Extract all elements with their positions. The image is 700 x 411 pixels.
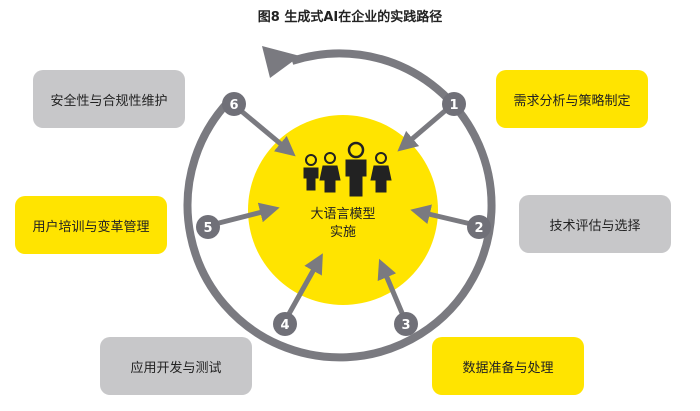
- badge-5-number: 5: [203, 221, 212, 236]
- badge-1-number: 1: [449, 98, 458, 113]
- step-2-label: 技术评估与选择: [549, 218, 641, 234]
- center-label-line2: 实施: [329, 225, 356, 240]
- step-1-label: 需求分析与策略制定: [513, 93, 631, 109]
- badge-2-number: 2: [474, 221, 483, 236]
- badge-3-number: 3: [401, 318, 410, 333]
- figure-title: 图8 生成式AI在企业的实践路径: [257, 10, 443, 25]
- badge-6: 6: [222, 92, 246, 116]
- center-label-line1: 大语言模型: [310, 207, 376, 222]
- badge-6-number: 6: [229, 98, 238, 113]
- step-6-label: 安全性与合规性维护: [50, 93, 168, 109]
- step-box-3: 数据准备与处理: [432, 337, 584, 395]
- step-box-2: 技术评估与选择: [519, 195, 671, 253]
- arrow-1: [397, 108, 448, 152]
- badge-4: 4: [273, 312, 297, 336]
- badge-4-number: 4: [280, 318, 289, 333]
- step-4-label: 应用开发与测试: [130, 360, 222, 376]
- badge-5: 5: [196, 215, 220, 239]
- badge-2: 2: [467, 215, 491, 239]
- step-box-6: 安全性与合规性维护: [33, 70, 185, 128]
- center-label: 大语言模型 实施: [283, 206, 403, 242]
- step-box-4: 应用开发与测试: [100, 337, 252, 395]
- badge-1: 1: [442, 92, 466, 116]
- step-3-label: 数据准备与处理: [462, 360, 554, 376]
- badge-3: 3: [394, 312, 418, 336]
- arrow-3: [377, 258, 408, 321]
- cycle-ring: [183, 49, 496, 362]
- center-circle: [248, 115, 438, 305]
- arrow-4: [282, 253, 323, 323]
- step-box-1: 需求分析与策略制定: [496, 70, 648, 128]
- step-5-label: 用户培训与变革管理: [32, 219, 150, 235]
- arrow-5: [214, 202, 280, 227]
- arrow-6: [238, 108, 296, 157]
- arrow-2: [410, 204, 472, 227]
- step-box-5: 用户培训与变革管理: [15, 196, 167, 254]
- cycle-arrowhead-icon: [262, 46, 300, 78]
- people-icon: [303, 141, 392, 197]
